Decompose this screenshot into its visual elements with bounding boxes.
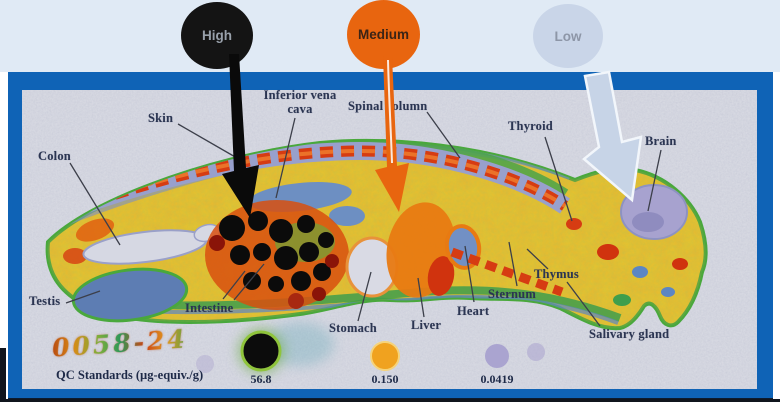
organ-label-salivary-gland: Salivary gland: [589, 327, 670, 341]
qc-standard-spots: [238, 328, 509, 374]
organ-label-inferior-vena-cava: Inferior vena cava: [263, 88, 337, 116]
organ-label-spinal-column: Spinal column: [348, 99, 428, 113]
qc-value-high: 56.8: [250, 372, 272, 386]
legend-high-circle: High: [181, 2, 253, 69]
organ-label-stomach: Stomach: [329, 321, 377, 335]
legend-low-label: Low: [554, 28, 582, 44]
qc-standards-label: QC Standards (µg-equiv./g): [56, 368, 204, 382]
testis-region: [71, 267, 189, 323]
legend-medium-label: Medium: [357, 27, 409, 42]
salivary-region: [597, 244, 619, 260]
organ-label-skin: Skin: [148, 111, 174, 125]
legend-high-label: High: [202, 28, 232, 43]
qc-spot-medium: [370, 341, 400, 371]
organ-label-testis: Testis: [29, 294, 61, 308]
organ-label-heart: Heart: [457, 304, 490, 318]
intestine-region: [205, 200, 349, 310]
organ-label-thymus: Thymus: [534, 267, 579, 281]
photo-edge-left: [0, 348, 6, 402]
organ-label-brain: Brain: [645, 134, 677, 148]
organ-label-sternum: Sternum: [488, 287, 536, 301]
qc-spot-high: [240, 330, 282, 372]
qc-value-medium: 0.150: [371, 372, 399, 386]
legend-low-circle: Low: [533, 4, 603, 68]
organ-label-liver: Liver: [411, 318, 442, 332]
thyroid-region: [566, 218, 582, 230]
qc-spot-low: [485, 344, 509, 368]
legend-medium-circle: Medium: [347, 0, 420, 69]
photo-edge-bottom: [0, 399, 780, 402]
qc-value-low: 0.0419: [480, 372, 514, 386]
organ-label-intestine: Intestine: [185, 301, 234, 315]
organ-label-colon: Colon: [38, 149, 71, 163]
organ-label-thyroid: Thyroid: [508, 119, 553, 133]
sternum-region: [450, 247, 564, 297]
label-leader-lines: [65, 111, 662, 327]
